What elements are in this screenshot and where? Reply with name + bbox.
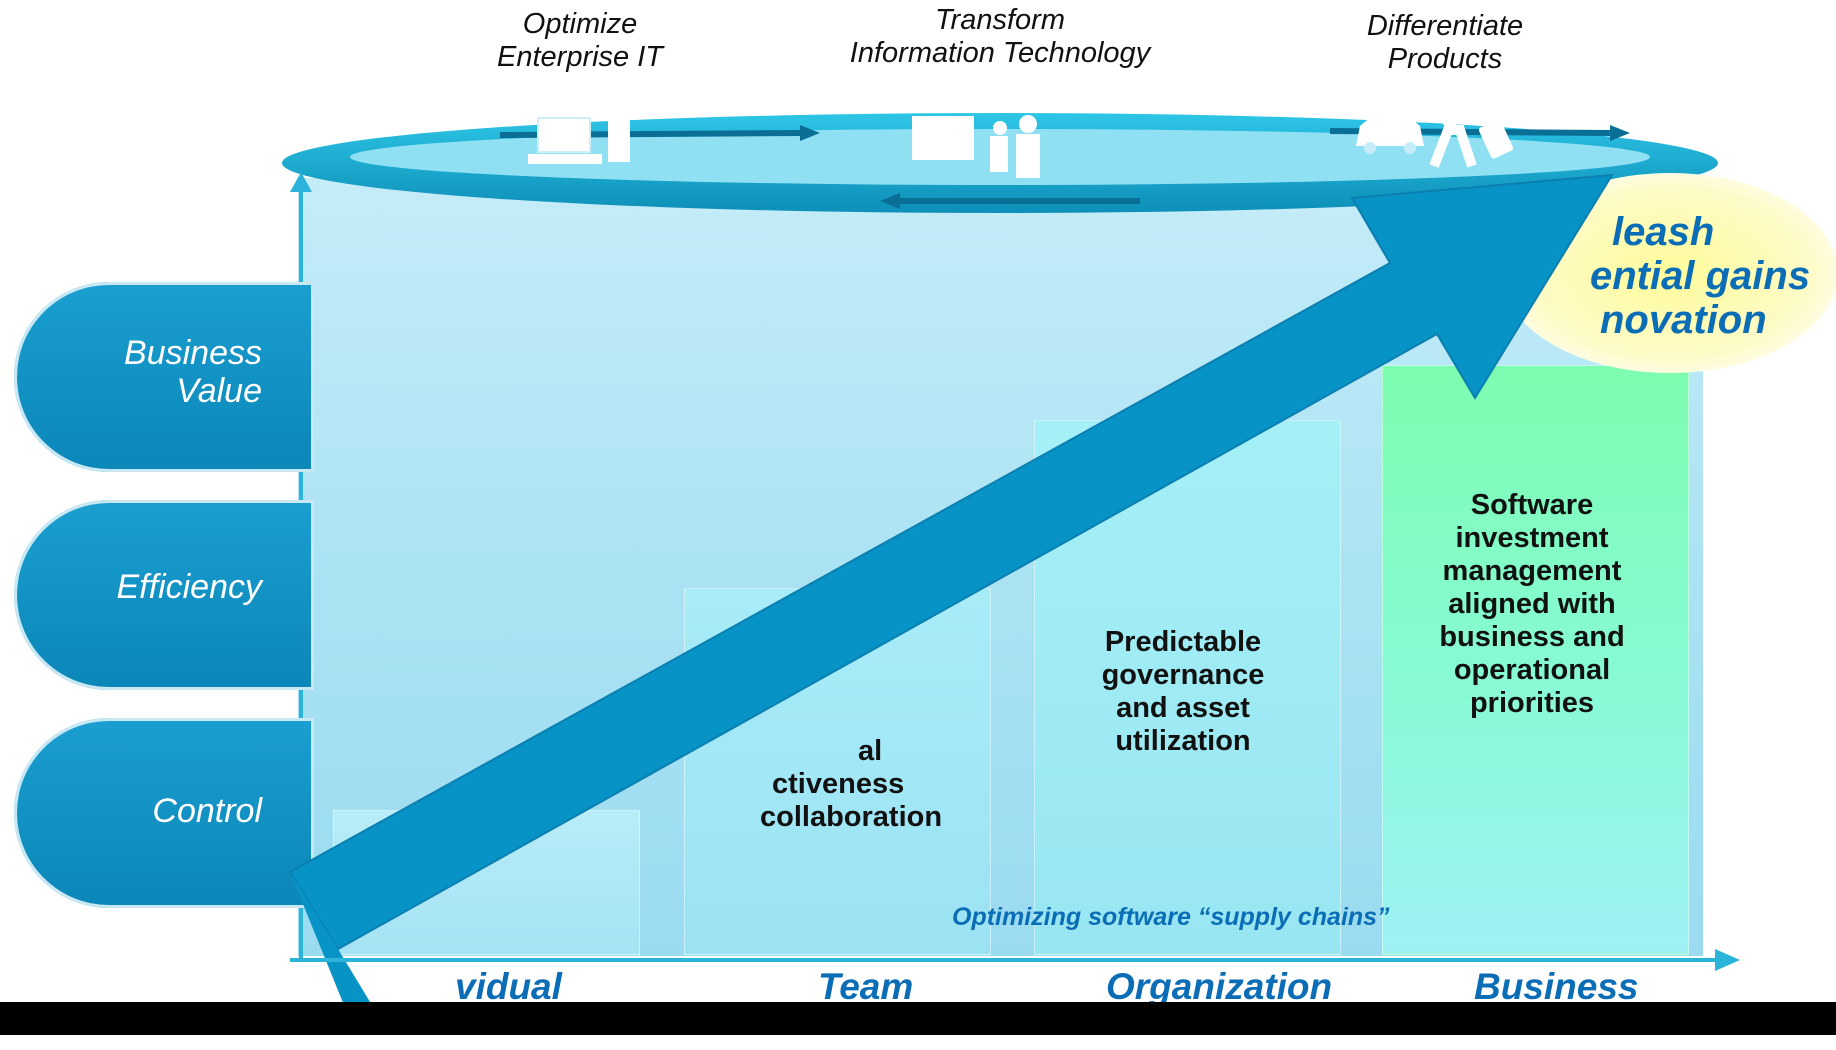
business-bar bbox=[1382, 365, 1689, 955]
person-icon bbox=[1429, 112, 1477, 168]
organization-bar-text: Predictable governance and asset utiliza… bbox=[1101, 626, 1265, 757]
x-label-organization: Organization bbox=[1106, 966, 1333, 1007]
x-axis bbox=[290, 949, 1740, 971]
efficiency-label: Efficiency bbox=[116, 568, 263, 606]
efficiency-pill: Efficiency bbox=[14, 500, 314, 690]
x-label-business: Business bbox=[1474, 966, 1639, 1007]
bottom-band bbox=[0, 1002, 1836, 1035]
team-bar-text: al ctiveness collaboration bbox=[760, 735, 943, 833]
growth-arrow bbox=[288, 173, 1614, 1035]
car-icon bbox=[1356, 116, 1424, 154]
differentiate-products-label: Differentiate Products bbox=[1366, 10, 1524, 75]
people-icon bbox=[912, 115, 1040, 178]
x-label-team: Team bbox=[818, 966, 914, 1007]
optimize-enterprise-it-label: Optimize Enterprise IT bbox=[497, 8, 663, 73]
transform-it-label: Transform Information Technology bbox=[849, 4, 1151, 69]
business-bar-text: Software investment management aligned w… bbox=[1439, 489, 1625, 719]
phone-icon bbox=[1478, 119, 1514, 159]
control-label: Control bbox=[152, 792, 262, 830]
computer-icon bbox=[528, 116, 630, 164]
business-value-pill: Business Value bbox=[14, 282, 314, 472]
business-value-label: Business Value bbox=[124, 334, 262, 410]
supply-chain-caption: Optimizing software “supply chains” bbox=[952, 903, 1390, 931]
control-pill: Control bbox=[14, 718, 314, 908]
innovation-bubble-text: leash ential gains novation bbox=[1590, 210, 1811, 342]
x-label-individual: vidual bbox=[455, 966, 562, 1007]
innovation-bubble bbox=[1502, 173, 1836, 373]
